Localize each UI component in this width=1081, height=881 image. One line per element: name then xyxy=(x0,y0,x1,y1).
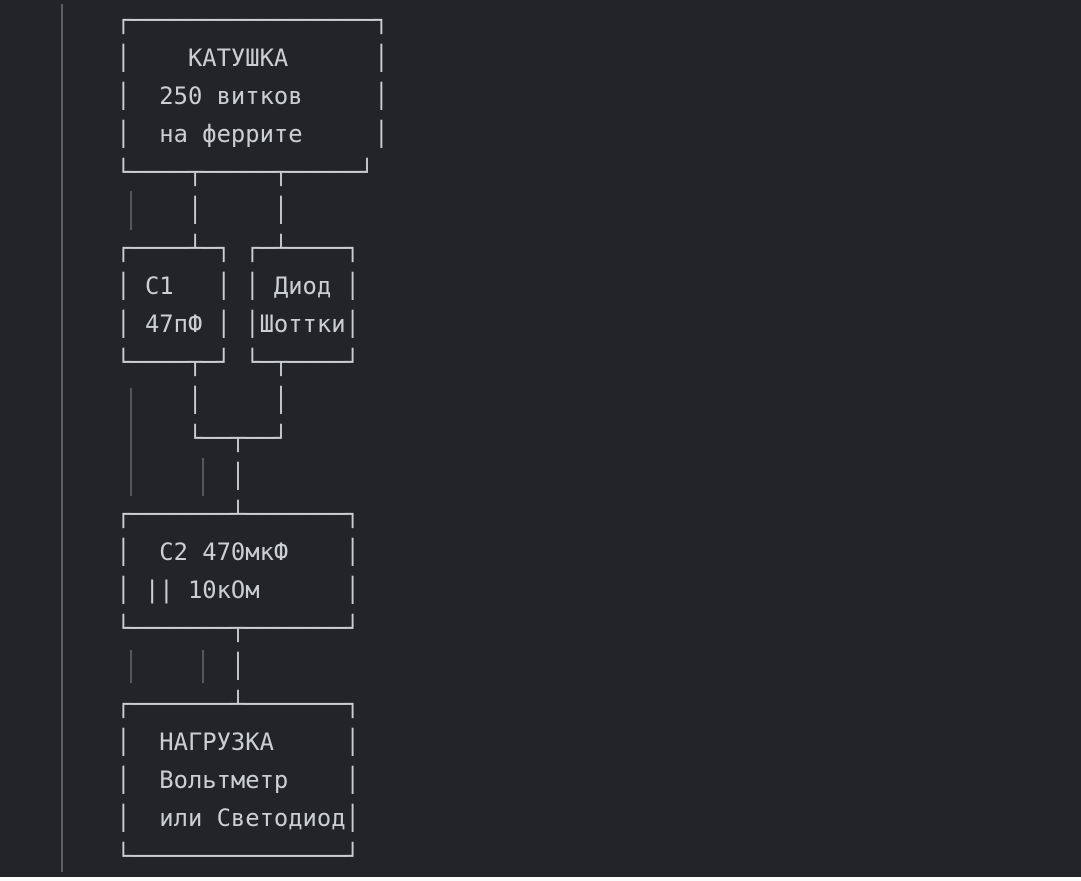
indent-guide-left xyxy=(61,4,63,872)
page-bottom-strip xyxy=(0,877,1081,881)
indent-guide xyxy=(202,458,204,496)
ascii-circuit-diagram[interactable]: ┌─────────────────┐ │ КАТУШКА │ │ 250 ви… xyxy=(116,5,389,870)
indent-guide xyxy=(130,191,132,230)
indent-guide xyxy=(202,650,204,683)
indent-guide xyxy=(130,388,132,496)
indent-guide xyxy=(130,650,132,683)
